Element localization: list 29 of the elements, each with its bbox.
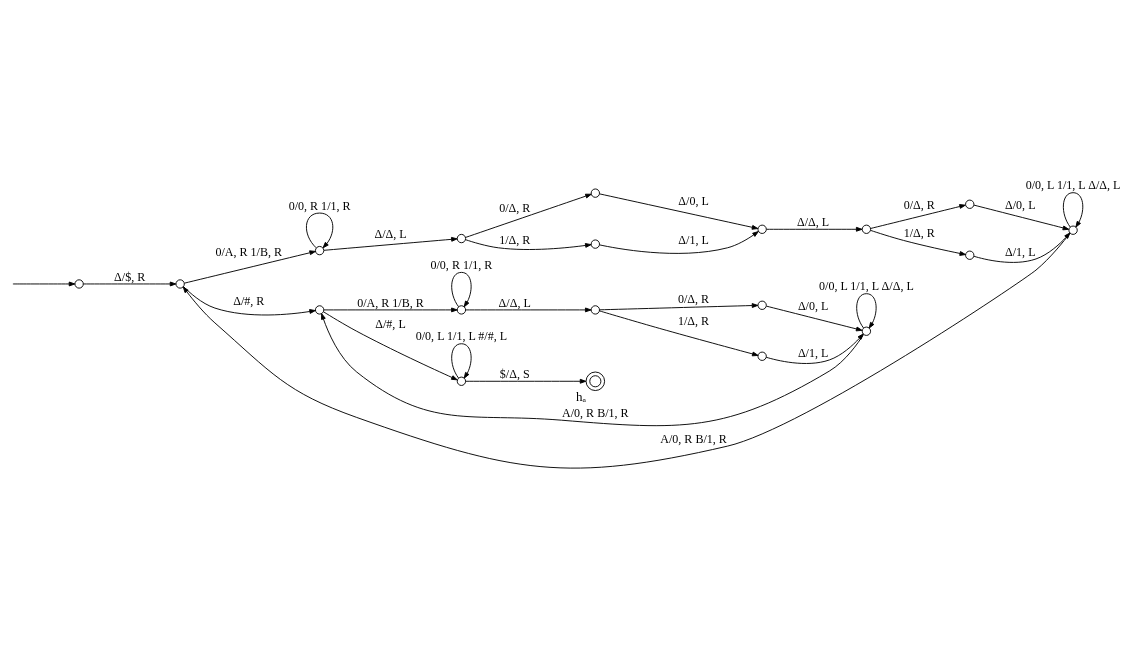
edge-label: Δ/0, L xyxy=(678,193,709,208)
edge-label: 1/Δ, R xyxy=(903,225,935,240)
edge-label: 0/0, L 1/1, L #/#, L xyxy=(415,328,508,343)
edge-label: $/Δ, S xyxy=(499,366,530,381)
edge-label: Δ/$, R xyxy=(114,269,146,284)
edge-label: 0/0, R 1/1, R xyxy=(430,257,493,272)
edge-label: 0/0, R 1/1, R xyxy=(288,198,351,213)
edge-label: 0/A, R 1/B, R xyxy=(357,295,424,310)
edge-label: 0/Δ, R xyxy=(678,291,710,306)
edge-label: Δ/0, L xyxy=(1005,197,1036,212)
edge-label: 0/A, R 1/B, R xyxy=(215,244,282,259)
edge-label: Δ/0, L xyxy=(797,298,829,313)
edge-label: Δ/Δ, L xyxy=(797,214,830,229)
edge-label: 1/Δ, R xyxy=(499,232,531,247)
edge-label: Δ/1, L xyxy=(678,232,709,247)
edge-label: 0/Δ, R xyxy=(903,197,935,212)
edge-label: Δ/1, L xyxy=(797,345,829,360)
edge-label: Δ/#, R xyxy=(233,293,265,308)
edge-label: A/0, R B/1, R xyxy=(660,431,727,446)
node-label: hₐ xyxy=(575,388,586,404)
edge-label: Δ/1, L xyxy=(1005,244,1036,259)
edge-label: Δ/Δ, L xyxy=(374,226,407,241)
edge-label: 0/Δ, R xyxy=(499,200,531,215)
edge-label: 1/Δ, R xyxy=(678,313,710,328)
edge-label: Δ/Δ, L xyxy=(498,295,531,310)
edge-label: A/0, R B/1, R xyxy=(562,405,629,420)
edge-label: Δ/#, L xyxy=(375,316,406,331)
edge-label: 0/0, L 1/1, L Δ/Δ, L xyxy=(819,278,914,293)
edge-label: 0/0, L 1/1, L Δ/Δ, L xyxy=(1025,177,1121,192)
